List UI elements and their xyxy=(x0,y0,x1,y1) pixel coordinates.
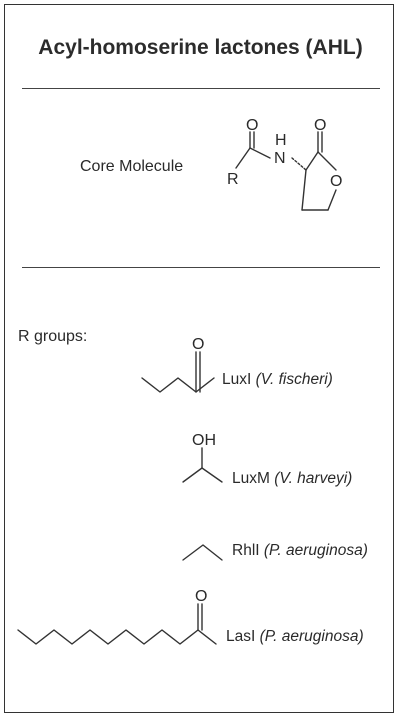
atom-oxygen-ring: O xyxy=(330,173,342,190)
luxm-organism: (V. harveyi) xyxy=(274,470,353,487)
bond-ch2-alpha xyxy=(301,169,307,211)
bond-r-carbonyl xyxy=(235,147,251,169)
bond-carbonyl-n xyxy=(249,147,271,159)
atom-r: R xyxy=(227,171,239,188)
luxm-synthase: LuxM xyxy=(232,470,270,487)
rhli-organism: (P. aeruginosa) xyxy=(263,542,368,559)
rhli-label: RhlI (P. aeruginosa) xyxy=(232,542,368,560)
luxi-organism: (V. fischeri) xyxy=(255,371,333,388)
luxm-substituent: OH xyxy=(192,432,216,449)
bond-carbonyl-ring-o xyxy=(317,151,337,171)
bond-ring-o-ch2 xyxy=(327,189,337,211)
luxm-chain xyxy=(182,467,223,483)
bond-alpha-carbonyl xyxy=(305,151,319,171)
lasi-label: LasI (P. aeruginosa) xyxy=(226,628,364,646)
bond-n-alpha-hashed xyxy=(291,157,307,171)
atom-oxygen-carbonyl: O xyxy=(246,117,258,134)
luxm-label: LuxM (V. harveyi) xyxy=(232,470,352,488)
luxi-label: LuxI (V. fischeri) xyxy=(222,371,333,389)
lasi-synthase: LasI xyxy=(226,628,256,645)
luxi-substituent: O xyxy=(192,336,204,353)
r-groups-label: R groups: xyxy=(18,328,88,345)
atom-oxygen-lactone-carbonyl: O xyxy=(314,117,326,134)
atom-hydrogen: H xyxy=(275,132,287,149)
lasi-organism: (P. aeruginosa) xyxy=(259,628,364,645)
figure-title: Acyl-homoserine lactones (AHL) xyxy=(38,36,363,59)
title-divider xyxy=(22,88,380,89)
rhli-chain xyxy=(182,544,223,561)
rhli-synthase: RhlI xyxy=(232,542,260,559)
core-molecule-label: Core Molecule xyxy=(80,158,184,175)
figure-frame xyxy=(4,4,394,713)
atom-nitrogen: N xyxy=(274,150,286,167)
luxi-chain xyxy=(141,377,215,393)
lasi-chain xyxy=(17,629,217,645)
section-divider xyxy=(22,267,380,268)
luxi-synthase: LuxI xyxy=(222,371,252,388)
lasi-substituent: O xyxy=(195,588,207,605)
